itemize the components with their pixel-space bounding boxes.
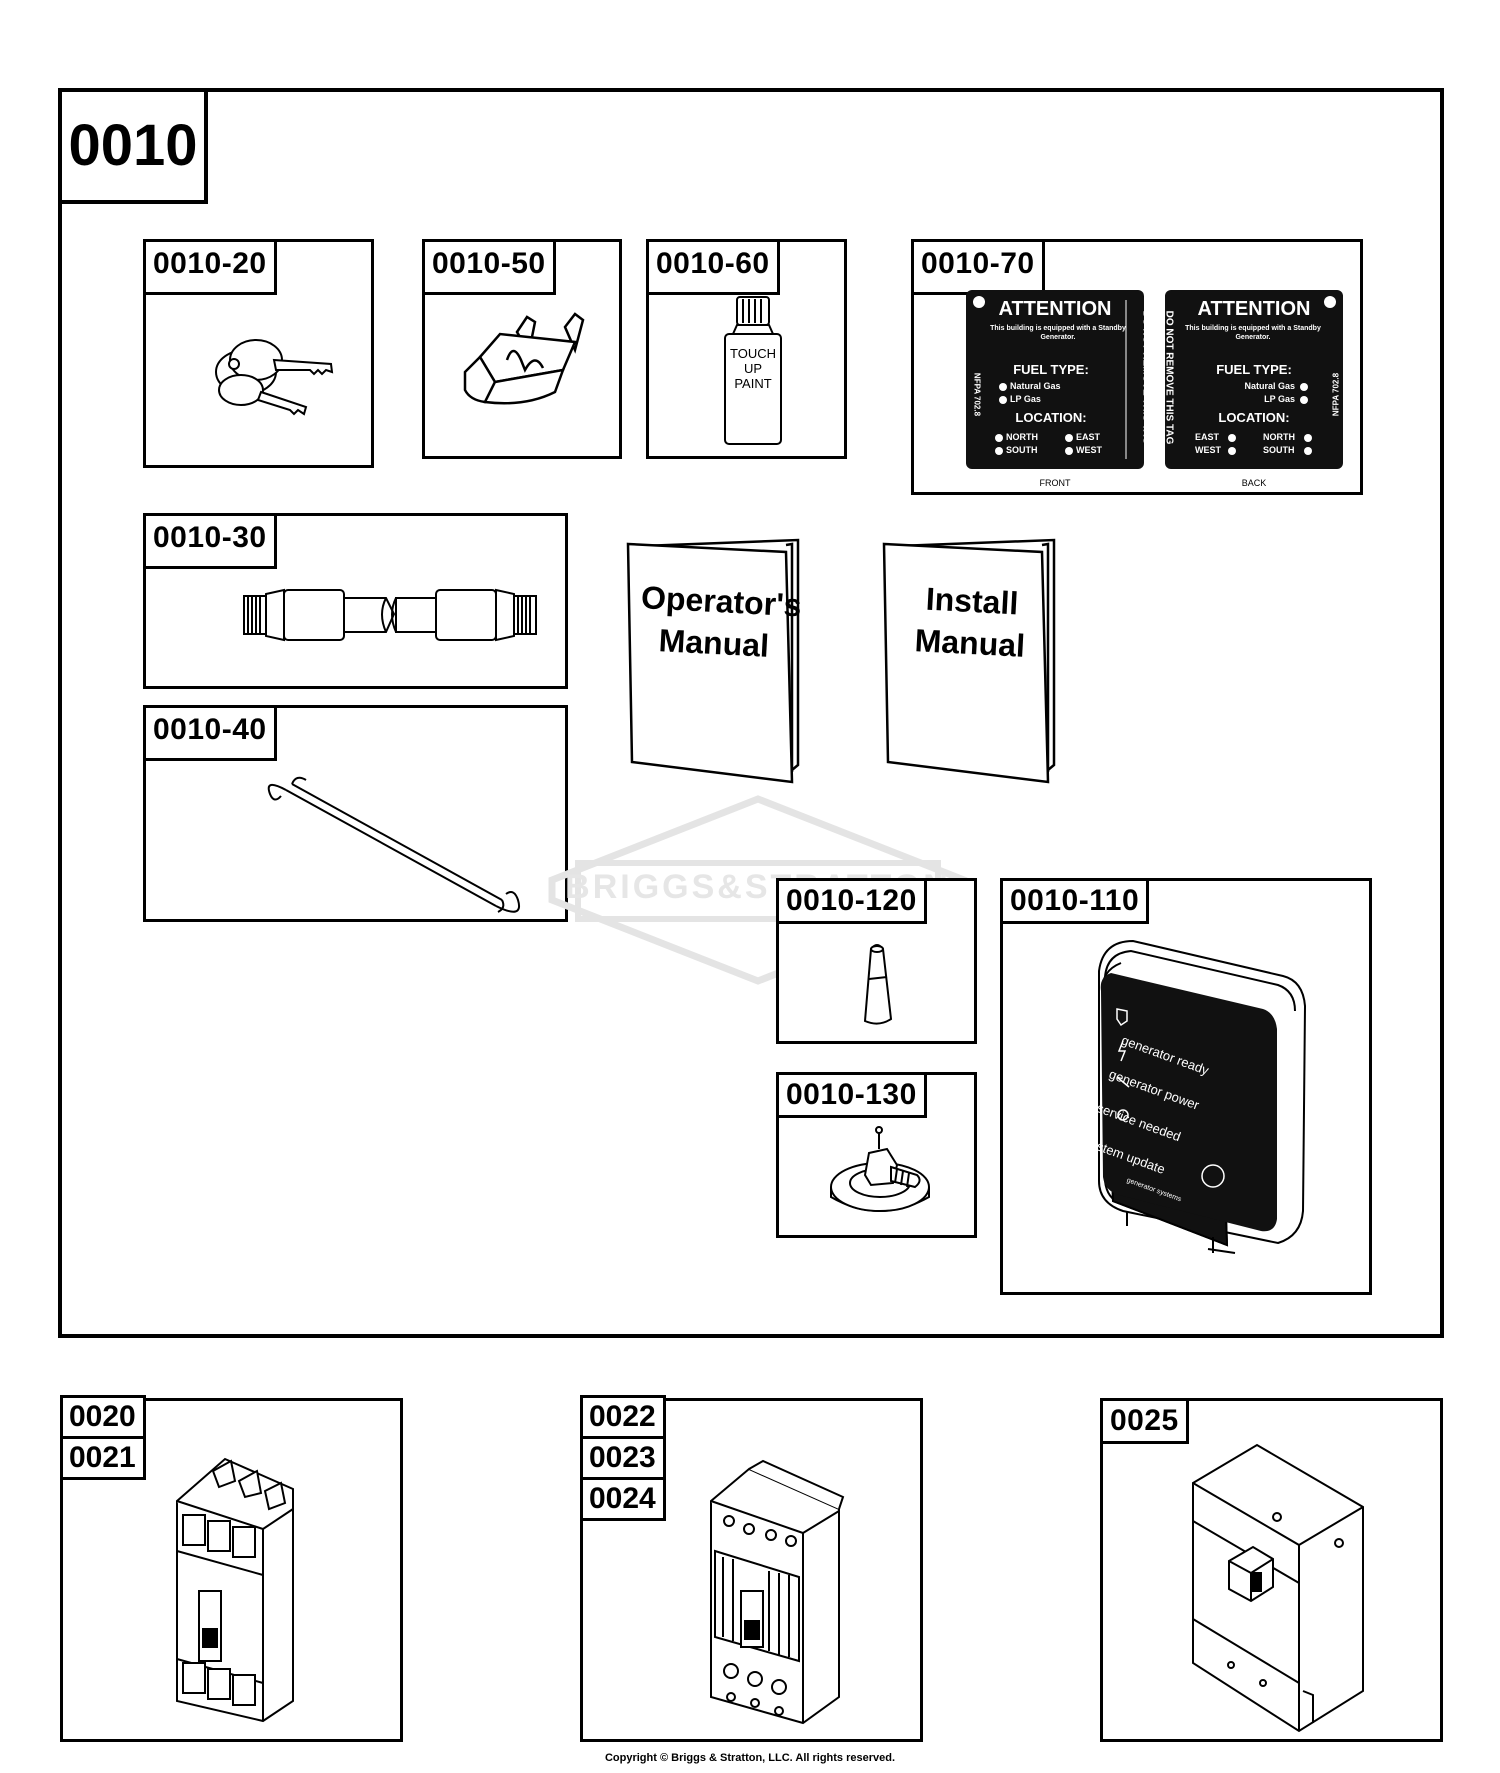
part-label: 0010-20 (143, 239, 277, 295)
tag-front: ATTENTION This building is equipped with… (966, 290, 1152, 469)
checkbox-dots (999, 383, 1007, 404)
part-label: 0010-120 (776, 878, 927, 924)
fuel-options: Natural Gas LP Gas (1010, 381, 1061, 404)
circuit-breaker-icon (710, 1459, 845, 1725)
part-label-stack: 0020 0021 (60, 1395, 146, 1480)
part-label: 0010-110 (1000, 878, 1150, 924)
part-label-stack: 0022 0023 0024 (580, 1395, 666, 1521)
hole-icon (1324, 296, 1336, 308)
part-0022-0024[interactable]: 0022 0023 0024 (580, 1395, 923, 1742)
part-label: 0010-30 (143, 513, 277, 569)
part-0010-60[interactable]: 0010-60 TOUCH UP PAINT (646, 239, 847, 459)
part-0010-70[interactable]: 0010-70 ATTENTION This building is equip… (911, 239, 1363, 495)
operators-manual[interactable]: Operator's Manual (626, 538, 806, 785)
part-label: 0010-40 (143, 705, 277, 761)
hole-icon (973, 296, 985, 308)
hose-icon (243, 588, 537, 642)
part-0010-20[interactable]: 0010-20 (143, 239, 374, 468)
part-0010-50[interactable]: 0010-50 (422, 239, 622, 459)
part-label: 0010-50 (422, 239, 556, 295)
sensor-base-icon (830, 1126, 930, 1212)
part-0010-30[interactable]: 0010-30 (143, 513, 568, 689)
knob-icon (863, 944, 893, 1025)
paint-label: TOUCH UP PAINT (730, 346, 776, 391)
part-label: 0025 (1100, 1398, 1189, 1444)
part-0010-110[interactable]: 0010-110 generator ready generator power… (1000, 878, 1372, 1295)
group-code-label: 0010 (58, 88, 208, 204)
tag-back: ATTENTION This building is equipped with… (1164, 290, 1343, 469)
status-monitor-icon (1098, 939, 1307, 1254)
manual-icon (882, 538, 1056, 784)
part-label: 0010-130 (776, 1072, 927, 1118)
fuse-icon (463, 312, 585, 405)
group-0010-frame: 0010 (58, 88, 1444, 1338)
part-label: 0010-70 (911, 239, 1045, 295)
checkbox-dots (995, 434, 1003, 455)
circuit-breaker-icon (176, 1457, 294, 1723)
paint-bottle-icon (724, 296, 782, 445)
hook-tool-icon (267, 776, 520, 913)
manual-icon (626, 538, 800, 784)
part-0025[interactable]: 0025 (1100, 1398, 1443, 1742)
checkbox-dots (1304, 434, 1312, 455)
copyright: Copyright © Briggs & Stratton, LLC. All … (604, 1752, 896, 1764)
part-0020-0021[interactable]: 0020 0021 (60, 1395, 403, 1742)
part-0010-130[interactable]: 0010-130 (776, 1072, 977, 1238)
part-0010-40[interactable]: 0010-40 (143, 705, 568, 922)
checkbox-dots (1065, 434, 1073, 455)
install-manual[interactable]: Install Manual (882, 538, 1062, 785)
circuit-breaker-icon (1192, 1443, 1364, 1733)
keys-icon (215, 339, 334, 416)
checkbox-dots (1228, 434, 1236, 455)
divider (1125, 300, 1127, 459)
part-0010-120[interactable]: 0010-120 (776, 878, 977, 1044)
checkbox-dots (1300, 383, 1308, 404)
part-label: 0010-60 (646, 239, 780, 295)
